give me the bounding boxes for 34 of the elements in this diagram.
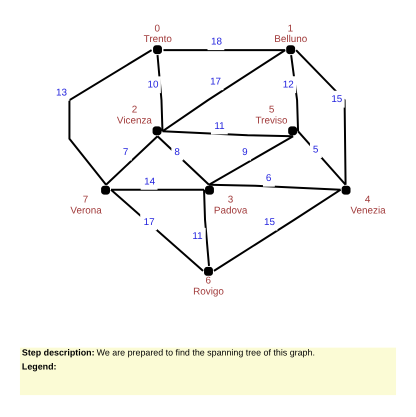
node-label: 6 (206, 275, 212, 286)
edge-label: 10 (148, 79, 158, 90)
node-label: Treviso (256, 114, 288, 126)
node-label: 3 (228, 194, 234, 206)
edge-label: 6 (266, 172, 272, 184)
label: Step description: We are prepared to find the spanning tree of this graph. (22, 347, 315, 358)
edge-label: 9 (242, 146, 248, 158)
edge-label: 14 (144, 176, 156, 187)
node-label: 0 (154, 22, 160, 34)
node-label: Padova (214, 204, 248, 216)
node-label: Trento (144, 34, 172, 45)
edge-label: 18 (210, 36, 222, 48)
edge-label: 7 (122, 146, 128, 158)
edge-label: 11 (214, 120, 225, 132)
edge-label: 13 (56, 86, 68, 98)
node-label: Vicenza (116, 114, 152, 126)
edge-label: 15 (331, 94, 342, 105)
node-label: 2 (132, 104, 138, 115)
node-label: 4 (364, 194, 370, 206)
edge-label: 5 (312, 144, 318, 156)
edge-label: 8 (174, 146, 180, 158)
label: Legend: (22, 361, 56, 372)
edge-label: 11 (192, 230, 203, 242)
edge-label: 17 (144, 216, 155, 228)
node-label: Belluno (274, 34, 308, 45)
node-label: 7 (82, 194, 88, 206)
node-label: Rovigo (193, 286, 224, 298)
node-label: Verona (70, 204, 102, 216)
node-label: 5 (268, 104, 274, 115)
node-label: 1 (288, 22, 294, 34)
edge-label: 12 (282, 79, 294, 90)
edge-label: 15 (264, 216, 276, 228)
edge-label: 17 (210, 76, 222, 88)
node-label: Venezia (350, 204, 386, 216)
